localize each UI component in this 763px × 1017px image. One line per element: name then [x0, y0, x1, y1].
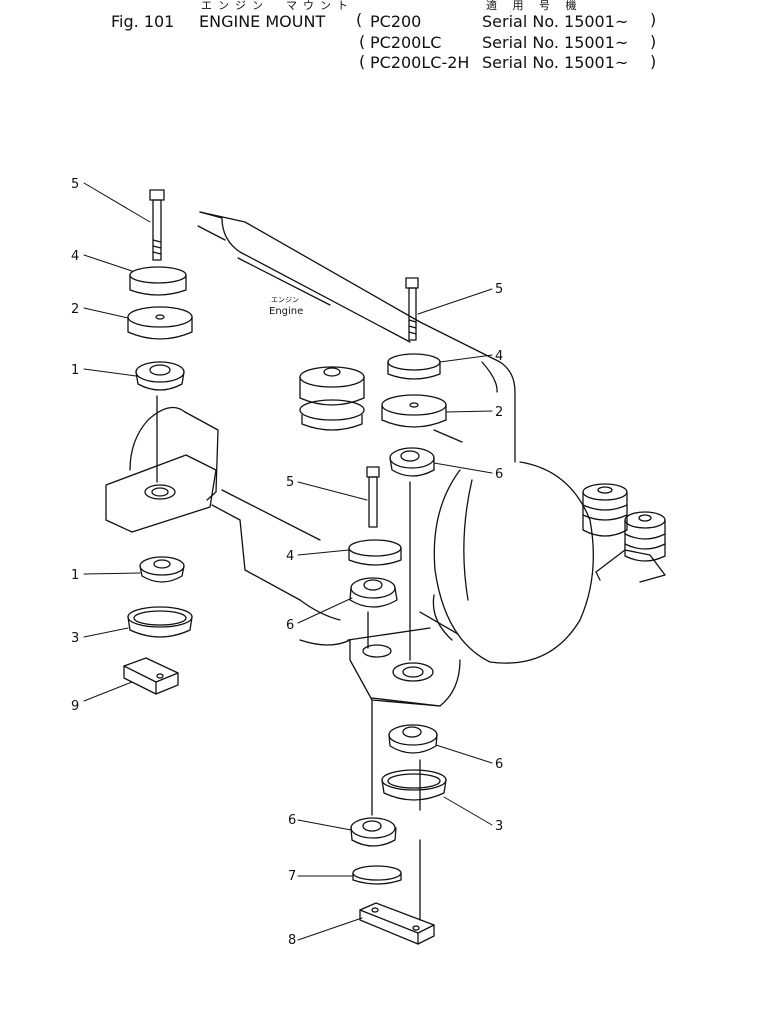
- paren-close-2: ): [650, 32, 657, 51]
- bolt-part-5-right: [405, 277, 419, 341]
- callout-3-right: 3: [495, 819, 503, 834]
- callout-4-center: 4: [286, 549, 294, 564]
- paren-close-1: ): [650, 10, 657, 29]
- model-3: PC200LC-2H: [370, 53, 470, 72]
- cushion-assembly-reference: [299, 366, 365, 431]
- engine-label: Engine: [269, 306, 304, 317]
- cushion-part-1-lower: [139, 556, 185, 583]
- washer-part-4-right: [387, 353, 441, 380]
- callout-1-lower: 1: [71, 568, 79, 583]
- bolt-part-5-center: [366, 466, 380, 528]
- figure-number: Fig. 101: [111, 12, 175, 31]
- applicable-models-japanese: 適 用 号 機: [486, 0, 583, 12]
- engine-label-japanese: エンジン: [271, 296, 299, 304]
- callout-4-right: 4: [495, 349, 503, 364]
- title-japanese: エンジン マウント: [201, 0, 354, 12]
- callout-1-upper: 1: [71, 363, 79, 378]
- serial-1: Serial No. 15001~: [482, 12, 629, 31]
- paren-close-3: ): [650, 52, 657, 71]
- block-part-9-left: [123, 657, 179, 695]
- paren-open-2: (: [359, 32, 366, 51]
- cushion-part-6-lower-left: [350, 817, 397, 847]
- callout-6-center: 6: [286, 618, 294, 633]
- callout-2-left: 2: [71, 302, 79, 317]
- cup-part-3-left: [127, 606, 193, 638]
- figure-title: ENGINE MOUNT: [199, 12, 326, 31]
- callout-5-left: 5: [71, 177, 79, 192]
- callout-3-left: 3: [71, 631, 79, 646]
- model-2: PC200LC: [370, 33, 442, 52]
- block-part-8: [359, 839, 435, 945]
- cushion-part-6-center: [349, 577, 398, 658]
- plate-part-2-left: [127, 306, 193, 340]
- callout-7: 7: [288, 869, 296, 884]
- engine-block: [105, 211, 666, 707]
- callout-6-lower-left: 6: [288, 813, 296, 828]
- serial-3: Serial No. 15001~: [482, 53, 629, 72]
- leader-lines: [83, 182, 493, 941]
- washer-part-7: [352, 865, 402, 885]
- callout-9: 9: [71, 699, 79, 714]
- cushion-part-6-right-upper: [389, 447, 435, 682]
- washer-part-4-center: [348, 539, 402, 566]
- paren-open-1: (: [356, 10, 363, 29]
- washer-part-4-left: [129, 266, 187, 296]
- callout-8: 8: [288, 933, 296, 948]
- plate-part-2-right: [381, 394, 447, 428]
- cushion-part-1-upper: [135, 361, 185, 500]
- serial-2: Serial No. 15001~: [482, 33, 629, 52]
- paren-open-3: (: [359, 52, 366, 71]
- callout-5-right: 5: [495, 282, 503, 297]
- callout-2-right: 2: [495, 405, 503, 420]
- cup-part-3-right: [381, 769, 447, 801]
- bolt-part-5-left: [149, 189, 165, 261]
- callout-6-lower-right: 6: [495, 757, 503, 772]
- accessory-pulleys: [582, 483, 666, 562]
- callout-4-left: 4: [71, 249, 79, 264]
- model-1: PC200: [370, 12, 422, 31]
- callout-5-center: 5: [286, 475, 294, 490]
- cushion-part-6-lower-right: [371, 699, 438, 816]
- callout-6-right-upper: 6: [495, 467, 503, 482]
